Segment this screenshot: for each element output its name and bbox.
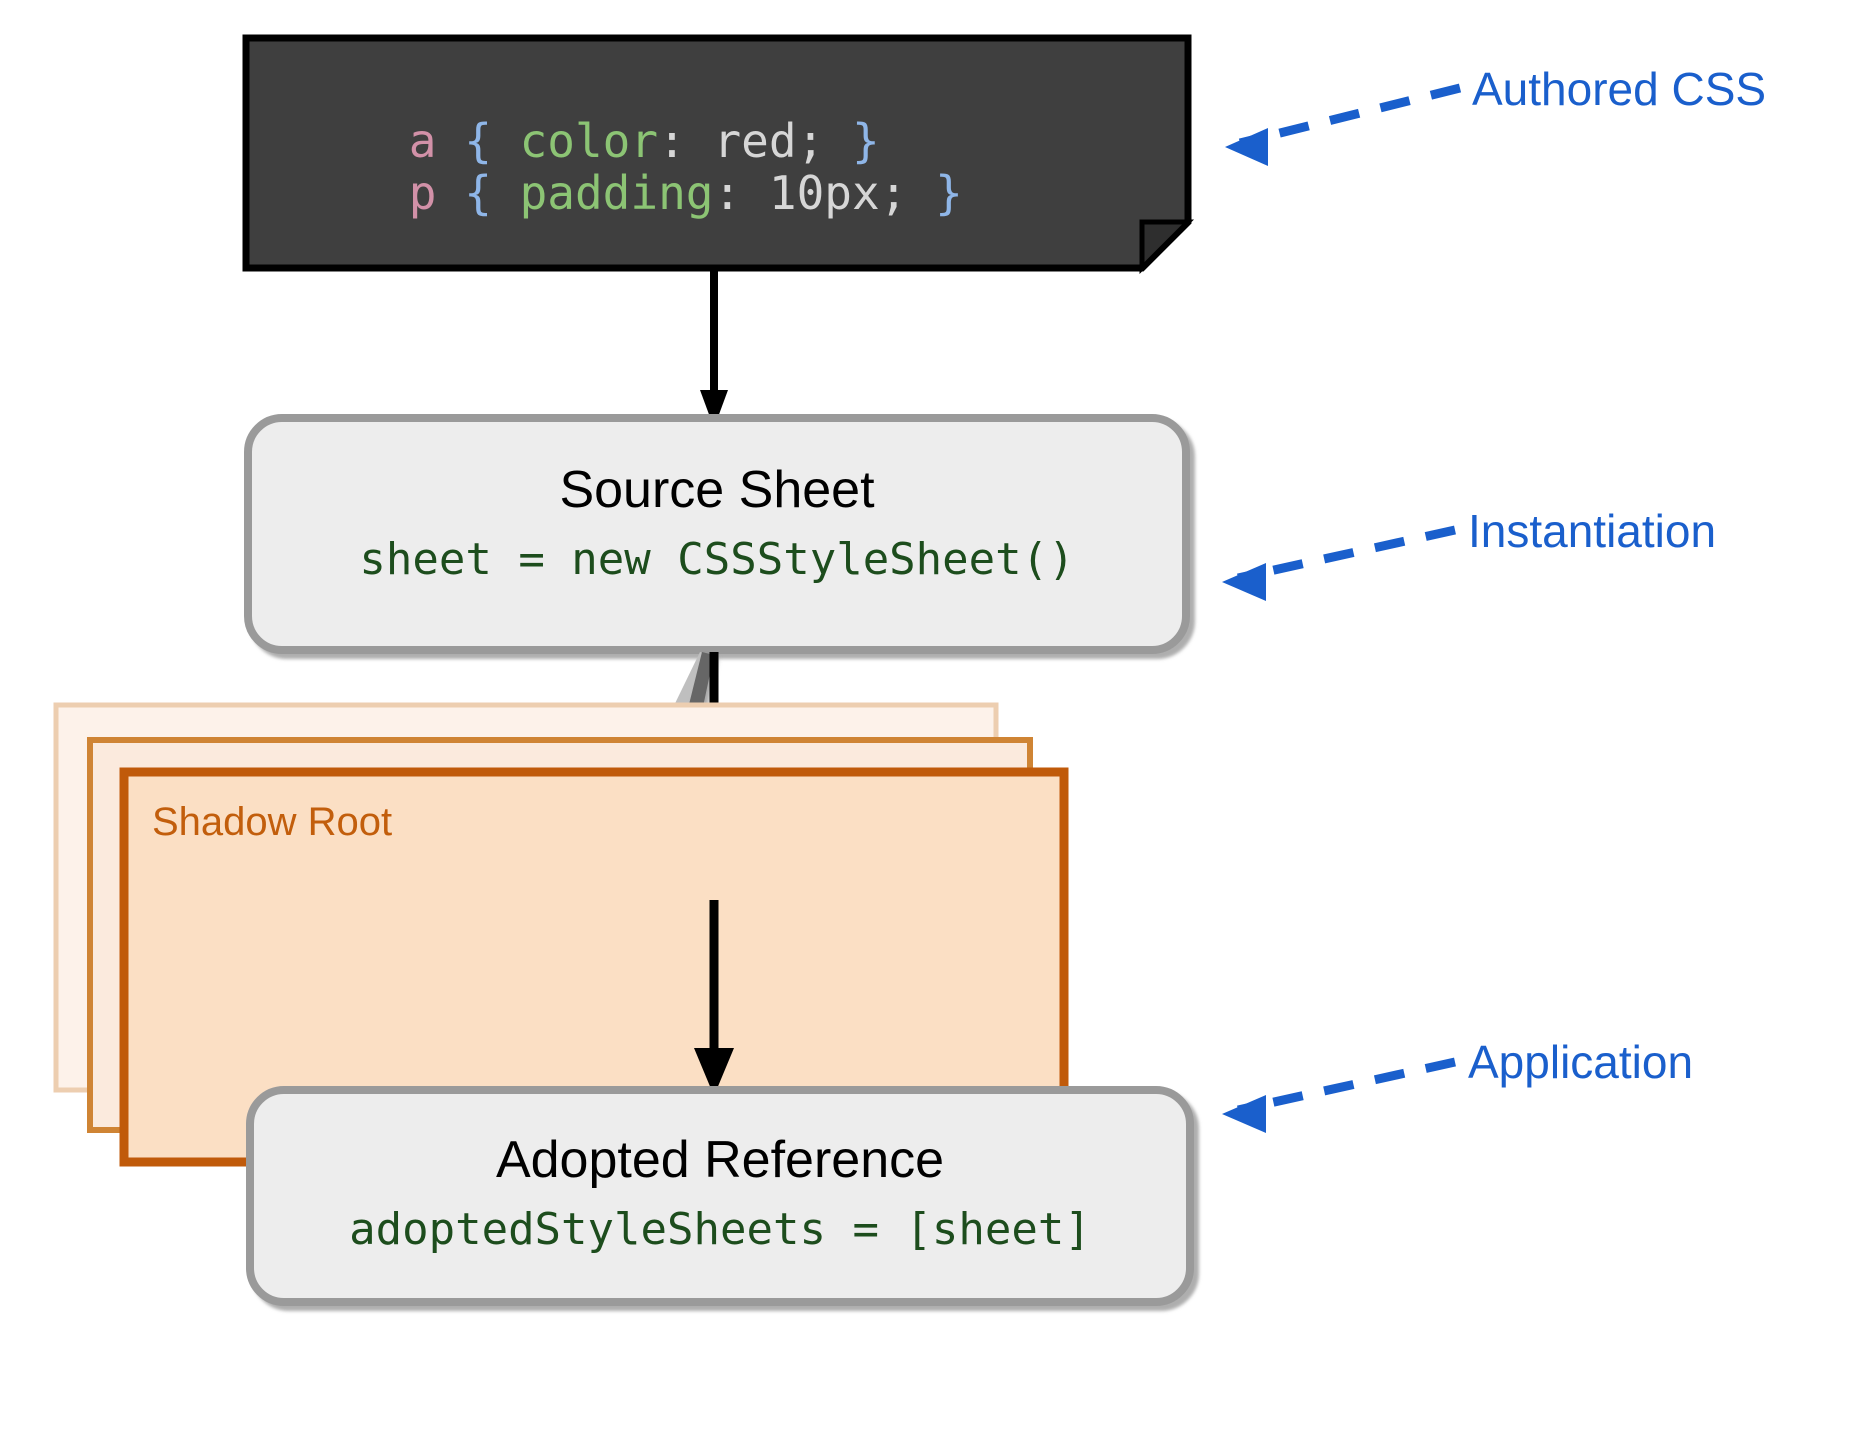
arrow-adopt-black-tip [694, 900, 734, 1096]
annotation-label-instantiation: Instantiation [1468, 505, 1717, 557]
annotation-leader-authored-css [1225, 83, 1462, 166]
annotation-leader-application [1222, 1057, 1456, 1133]
code-value: 10px; [768, 166, 908, 220]
arrow-code-to-source [700, 270, 728, 428]
code-selector: p [408, 166, 437, 220]
code-selector: a [408, 114, 437, 168]
adopted-reference-code: adoptedStyleSheets = [sheet] [349, 1204, 1091, 1255]
code-property: color [519, 114, 659, 168]
adopted-reference-box [246, 1086, 1194, 1306]
source-sheet-title: Source Sheet [559, 461, 875, 519]
code-value: red; [713, 114, 825, 168]
annotation-label-application: Application [1468, 1036, 1694, 1088]
code-line-2: p { padding: 10px; } [298, 112, 963, 274]
annotation-leader-instantiation [1222, 525, 1456, 601]
shadow-root-label: Shadow Root [152, 800, 393, 844]
code-line-1: a { color: red; } [298, 60, 880, 222]
code-property: padding [519, 166, 714, 220]
annotation-label-authored-css: Authored CSS [1472, 63, 1767, 115]
code-open-brace: { [464, 166, 492, 220]
source-sheet-code: sheet = new CSSStyleSheet() [359, 534, 1075, 585]
adopted-reference-title: Adopted Reference [495, 1131, 945, 1189]
code-open-brace: { [464, 114, 492, 168]
code-close-brace: } [935, 166, 963, 220]
code-colon: : [658, 114, 686, 168]
code-colon: : [713, 166, 742, 220]
source-sheet-box [244, 414, 1190, 654]
code-close-brace: } [851, 114, 880, 168]
authored-css-code-block [242, 34, 1195, 275]
